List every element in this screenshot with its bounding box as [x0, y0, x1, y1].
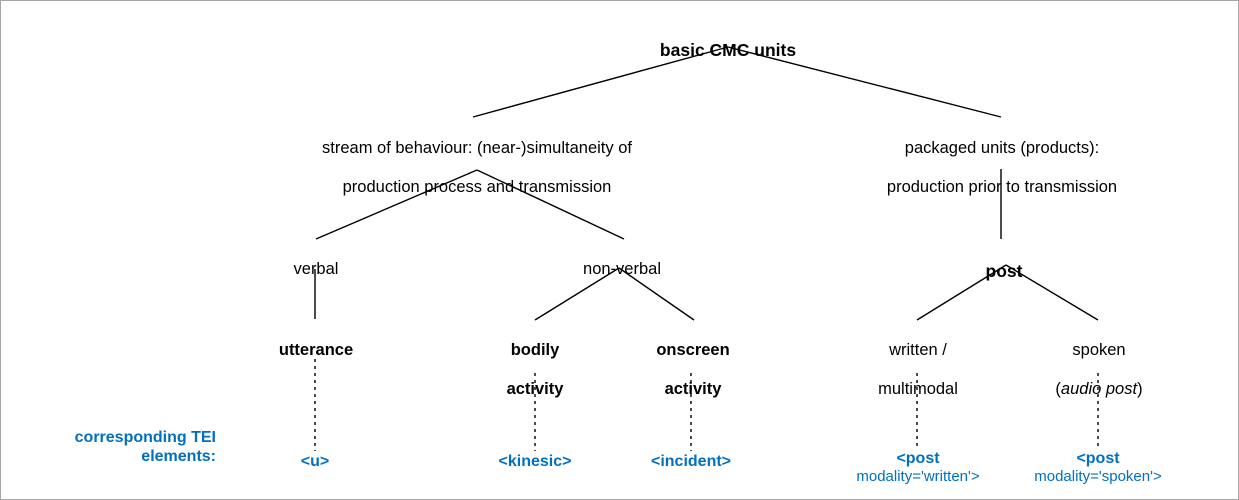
tei-label: <u> — [300, 453, 330, 470]
tei-element-incident: <incident> — [596, 452, 786, 471]
tei-label-attribute: modality='spoken'> — [1034, 468, 1162, 486]
node-label-line2: (audio post) — [999, 380, 1199, 399]
node-spoken-audio-post: spoken (audio post) — [999, 322, 1199, 419]
tei-caption: corresponding TEI elements: — [16, 428, 216, 466]
node-label-line1: spoken — [1072, 341, 1126, 360]
node-stream-of-behaviour: stream of behaviour: (near-)simultaneity… — [267, 120, 687, 217]
tei-element-post-spoken: <post modality='spoken'> — [988, 449, 1208, 486]
paren-close: ) — [1137, 380, 1143, 399]
tei-element-post-written: <post modality='written'> — [808, 449, 1028, 486]
node-utterance: utterance — [206, 322, 426, 380]
node-label: verbal — [293, 260, 339, 279]
node-label-line1: onscreen — [656, 341, 730, 360]
tei-caption-line1: corresponding TEI — [74, 429, 216, 446]
node-label-line1: written / — [889, 341, 947, 360]
node-packaged-units: packaged units (products): production pr… — [832, 120, 1172, 217]
node-basic-cmc-units: basic CMC units — [660, 19, 796, 81]
node-label-line1: packaged units (products): — [904, 139, 1100, 158]
paren-open: ( — [1055, 380, 1061, 399]
node-onscreen-activity: onscreen activity — [598, 322, 788, 419]
node-label-line1: stream of behaviour: (near-)simultaneity… — [322, 139, 632, 158]
node-non-verbal: non-verbal — [532, 241, 712, 299]
node-label-line2: production prior to transmission — [886, 178, 1118, 197]
tei-caption-line2: elements: — [141, 448, 216, 466]
node-label-line2: activity — [664, 380, 722, 399]
node-written-multimodal: written / multimodal — [818, 322, 1018, 419]
node-verbal: verbal — [236, 241, 396, 299]
node-label: basic CMC units — [659, 39, 797, 60]
tei-label: <incident> — [650, 453, 732, 470]
tei-label: <post — [896, 450, 940, 467]
tei-label: <post — [1076, 450, 1120, 467]
node-label-line1: bodily — [510, 341, 560, 360]
node-label-line1: utterance — [278, 341, 354, 360]
node-bodily-activity: bodily activity — [445, 322, 625, 419]
tei-element-u: <u> — [235, 452, 395, 471]
tei-element-kinesic: <kinesic> — [445, 452, 625, 471]
tei-label: <kinesic> — [498, 453, 572, 470]
node-label-line2: multimodal — [878, 380, 958, 399]
node-label: post — [985, 260, 1023, 281]
node-post: post — [924, 240, 1084, 302]
node-label-line2: activity — [506, 380, 564, 399]
tei-label-attribute: modality='written'> — [856, 468, 980, 486]
node-label-line2: production process and transmission — [342, 178, 612, 197]
node-label: non-verbal — [583, 260, 661, 279]
audio-post-italic: audio post — [1060, 380, 1138, 399]
